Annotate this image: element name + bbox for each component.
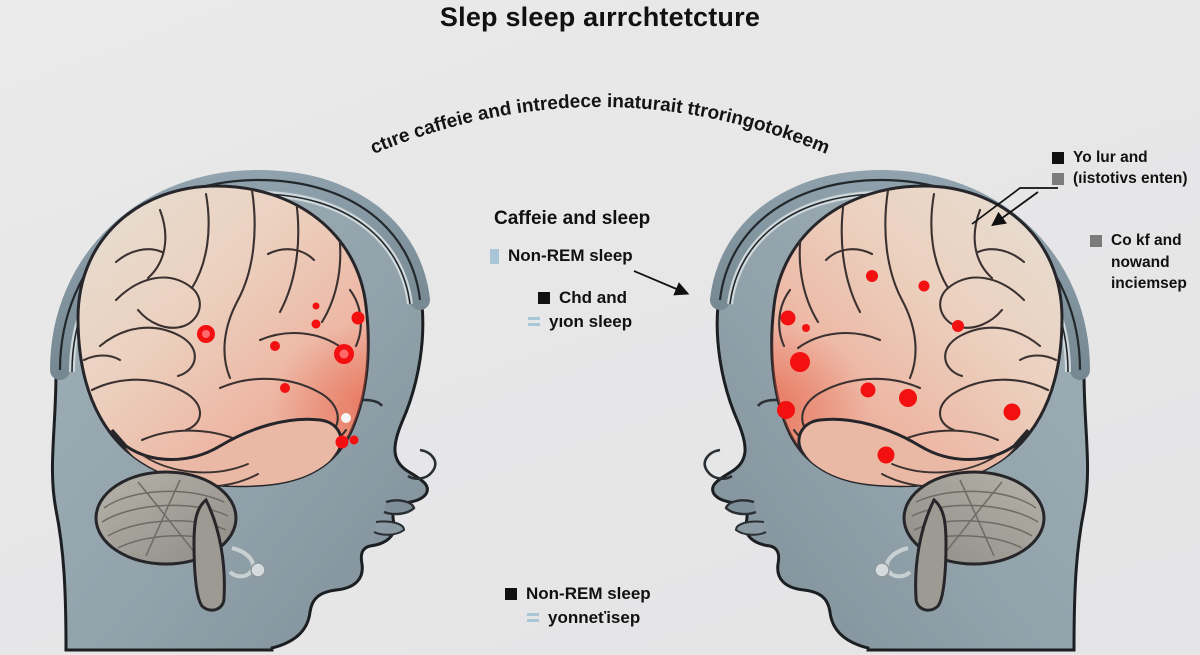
left-head-illustration [20,150,500,652]
legend-item-label: Yo lur and [1073,149,1148,166]
legend-item-label: yonneťisep [548,608,641,627]
activation-markers [777,270,1021,464]
activation-markers [197,302,365,449]
legend-item-yo-lur-and[interactable]: Yo lur and [1052,149,1200,167]
page-title: Slep sleep aırrchtetcture [439,2,761,32]
legend-swatch-gray-square [1090,235,1102,247]
legend-bottom: Non-REM sleep yonneťisep [505,580,725,632]
legend-item-label-line-2: nowand [1111,254,1170,271]
legend-swatch-black-square [505,588,517,600]
legend-right: Yo lur and (ıistotivs enten) Co kf and n… [1052,146,1200,295]
legend-item-non-rem-sleep[interactable]: Non-REM sleep [490,246,700,266]
legend-item-label: (ıistotivs enten) [1073,170,1188,187]
legend-center-heading: Caffeie and sleep [494,208,651,229]
legend-swatch-black-square [1052,152,1064,164]
legend-swatch-black-square [538,292,550,304]
legend-right-block-2[interactable]: Co kf and nowand inciemsep [1090,232,1200,295]
legend-item-yion-sleep[interactable]: yıon sleep [528,312,700,332]
legend-swatch-lightblue-equals [527,612,539,624]
legend-swatch-lightblue-bar [490,248,499,264]
right-head-illustration [640,150,1120,652]
legend-item-non-rem-sleep-bottom[interactable]: Non-REM sleep [505,584,725,604]
legend-item-co-kf-and: Co kf and [1090,232,1200,250]
legend-item-chd-and[interactable]: Chd and [538,288,700,308]
legend-item-label: Non-REM sleep [508,246,633,265]
arc-subtitle-text: ctıre caffeie and intredece inaturait tt… [367,91,832,159]
legend-item-label: yıon sleep [549,312,633,331]
legend-item-yonnetisep[interactable]: yonneťisep [527,608,725,628]
legend-item-label: Chd and [559,288,627,307]
brain-cortex [770,184,1064,488]
legend-swatch-gray-square [1052,173,1064,185]
legend-item-iistotivs-enten[interactable]: (ıistotivs enten) [1052,170,1200,188]
legend-center: Caffeie and sleep Non-REM sleep Chd and … [490,208,700,336]
legend-item-label: Co kf and [1111,232,1182,249]
legend-item-label-line-3: inciemsep [1111,274,1187,292]
legend-swatch-lightblue-equals [528,316,540,328]
arc-subtitle: ctıre caffeie and intredece inaturait tt… [300,52,900,182]
legend-item-label: Non-REM sleep [526,584,651,603]
